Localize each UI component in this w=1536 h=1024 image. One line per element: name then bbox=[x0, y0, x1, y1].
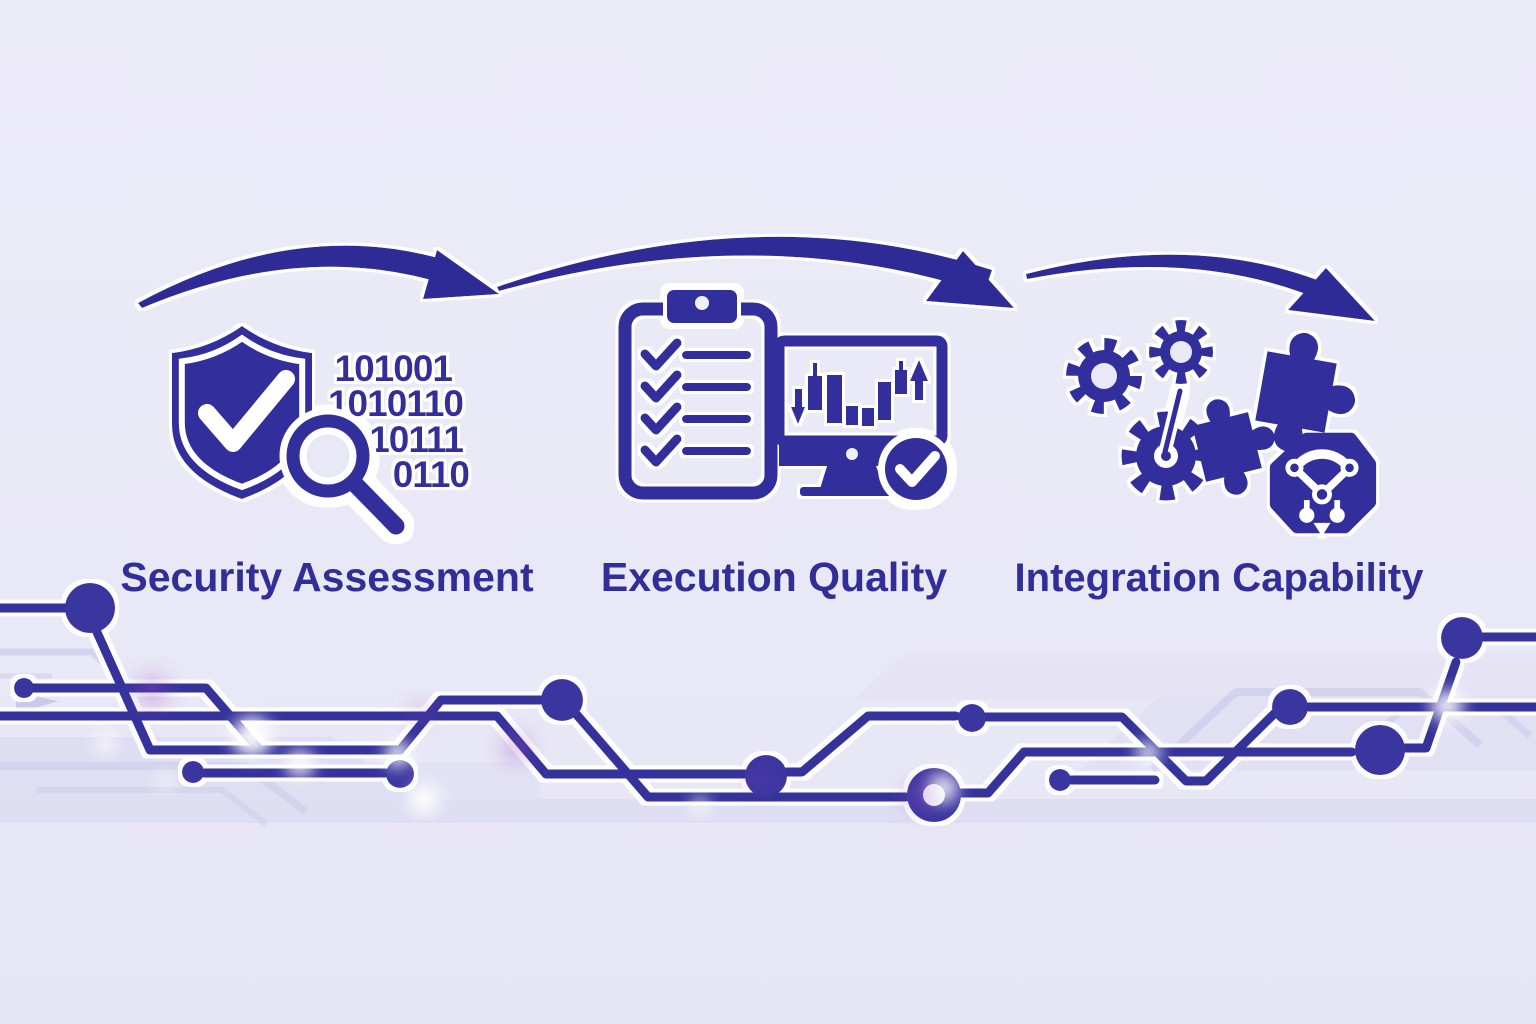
stage-label-security: Security Assessment bbox=[120, 554, 534, 600]
stage-label-execution: Execution Quality bbox=[601, 554, 947, 600]
magnifier-icon bbox=[279, 407, 411, 541]
check-badge-icon bbox=[878, 431, 954, 507]
stage-labels: Security Assessment Execution Quality In… bbox=[120, 554, 1424, 600]
flow-arrow-1 bbox=[138, 245, 499, 308]
stage-label-integration: Integration Capability bbox=[1015, 556, 1425, 600]
integration-capability-icon-group bbox=[1066, 320, 1377, 537]
clipboard-checklist-icon bbox=[618, 286, 778, 500]
integration-hub-icon bbox=[1269, 432, 1377, 537]
binary-line-4: 0110 bbox=[393, 454, 470, 495]
circuit-glows bbox=[95, 675, 1463, 815]
flow-arrow-2 bbox=[497, 236, 1014, 308]
gear-icon-1 bbox=[1066, 338, 1142, 414]
candlestick-chart bbox=[791, 360, 928, 426]
binary-line-1: 101001 bbox=[335, 348, 453, 389]
binary-line-3: 10111 bbox=[369, 419, 463, 460]
circuit-board-graphic bbox=[0, 583, 1536, 822]
security-assessment-icon-group: 101001 1010110 10111 0110 bbox=[172, 326, 470, 541]
flow-arrows bbox=[138, 236, 1375, 321]
flow-arrow-3 bbox=[1026, 254, 1375, 321]
circuit-lines bbox=[0, 603, 1536, 802]
gear-icon-2 bbox=[1149, 320, 1213, 384]
circuit-light-traces bbox=[0, 648, 1536, 827]
execution-quality-icon-group bbox=[618, 286, 954, 507]
shield-check-icon bbox=[172, 326, 312, 499]
puzzle-piece-icon-2 bbox=[1255, 332, 1356, 452]
puzzle-piece-icon-1 bbox=[1192, 399, 1275, 495]
